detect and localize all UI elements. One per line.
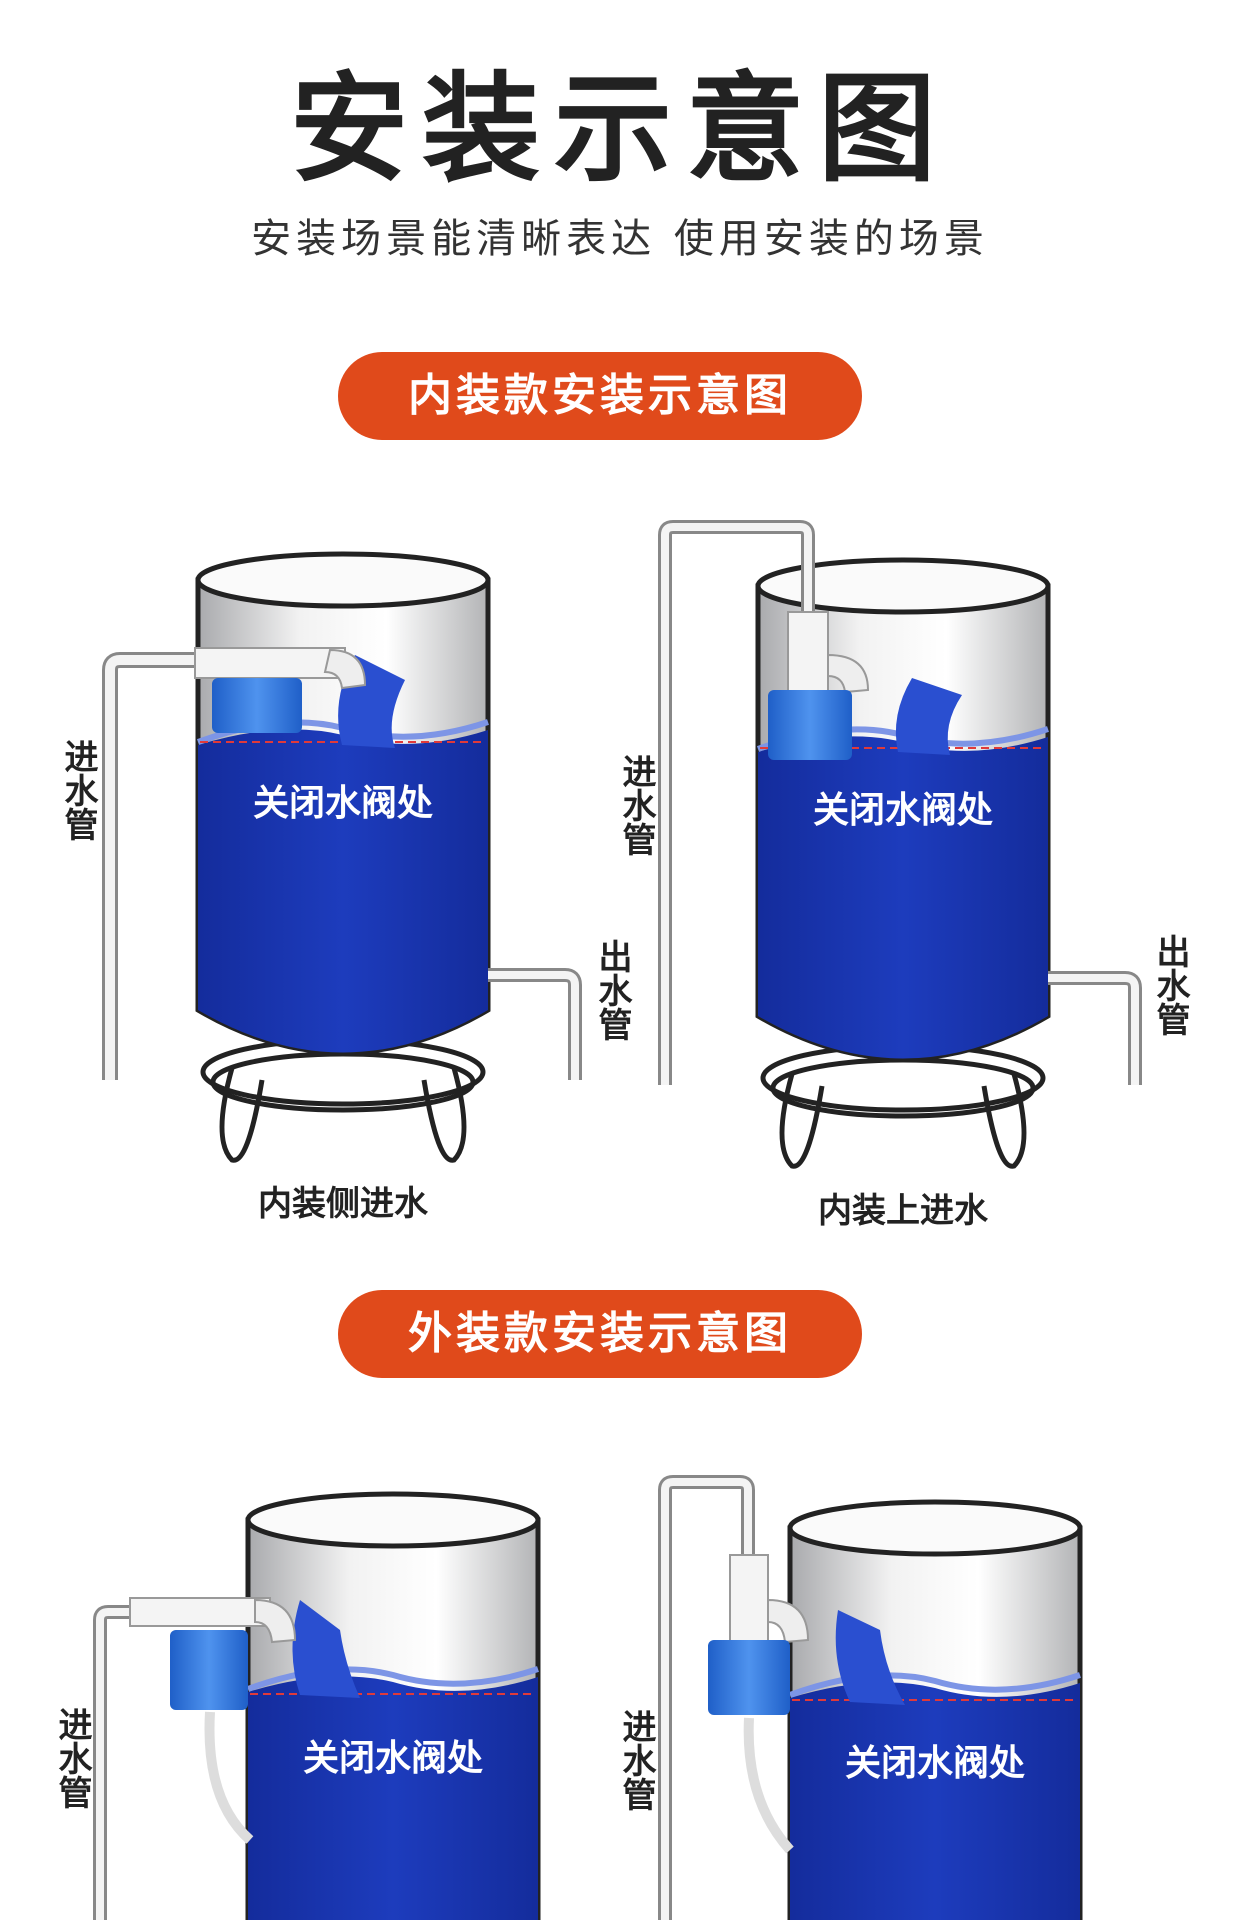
tank-stand: [763, 1046, 1043, 1166]
tank-water: [758, 736, 1048, 1058]
inlet-pipe-label: 进水管: [58, 739, 98, 841]
valve-float-icon: [170, 1630, 248, 1710]
valve-float-icon: [768, 690, 852, 760]
diagram-internal-side-inlet: 关闭水阀处 内装侧进水 进水管 出水管: [58, 554, 632, 1224]
water-level-label: 关闭水阀处: [813, 790, 993, 831]
inlet-pipe: [110, 660, 210, 1080]
inlet-pipe-label: 进水管: [616, 754, 656, 856]
inlet-pipe-label: 进水管: [616, 1709, 656, 1811]
inlet-pipe-label: 进水管: [52, 1707, 92, 1809]
outlet-pipe: [488, 975, 575, 1080]
water-level-label: 关闭水阀处: [253, 783, 433, 824]
tank-water: [248, 1676, 538, 1920]
diagram-caption: 内装侧进水: [258, 1184, 429, 1224]
diagram-internal-top-inlet: 关闭水阀处 内装上进水 进水管 出水管: [616, 527, 1190, 1231]
tank-rim: [790, 1502, 1080, 1554]
outlet-pipe: [1048, 978, 1135, 1085]
outlet-pipe-label: 出水管: [592, 939, 632, 1041]
valve-float-icon: [708, 1640, 790, 1715]
water-level-label: 关闭水阀处: [303, 1738, 483, 1779]
valve-float-icon: [212, 678, 302, 733]
tank-stand: [203, 1040, 483, 1160]
tank-water: [198, 729, 488, 1052]
diagram-external-side-inlet: 关闭水阀处 进水管: [52, 1494, 538, 1920]
valve-body: [730, 1555, 768, 1645]
diagram-external-top-inlet: 关闭水阀处 进水管: [616, 1482, 1080, 1920]
valve-body: [195, 648, 345, 678]
water-level-label: 关闭水阀处: [845, 1743, 1025, 1784]
float-hose: [210, 1712, 251, 1840]
tank-rim: [248, 1494, 538, 1546]
tank-water: [790, 1682, 1080, 1920]
outlet-pipe-label: 出水管: [1150, 934, 1190, 1036]
float-hose: [749, 1718, 790, 1850]
valve-body: [788, 612, 828, 692]
diagram-caption: 内装上进水: [818, 1191, 989, 1231]
tank-rim: [198, 554, 488, 606]
valve-body: [130, 1598, 270, 1626]
